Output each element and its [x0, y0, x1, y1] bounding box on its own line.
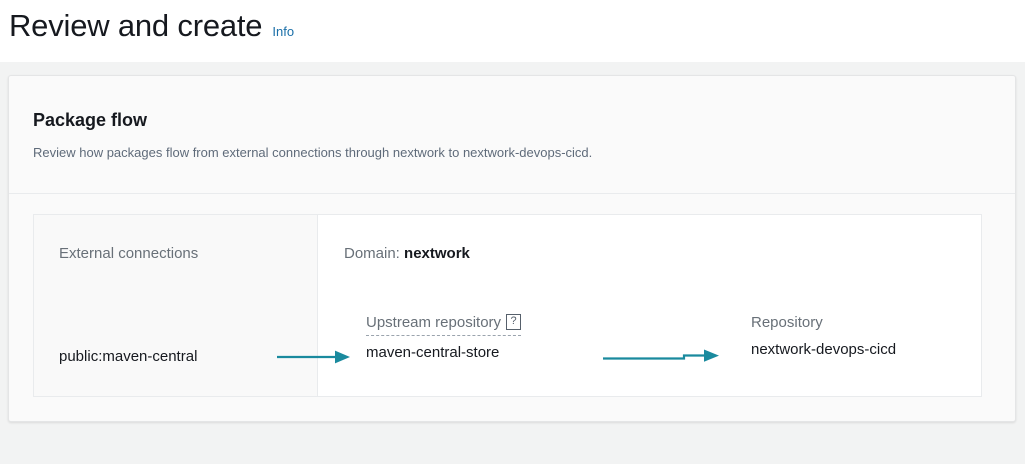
repository-label: Repository: [751, 314, 823, 331]
page-top-band: [0, 0, 1025, 62]
domain-label: Domain:: [344, 245, 400, 262]
external-connections-header: External connections: [59, 245, 199, 262]
domain-header: Domain: nextwork: [344, 244, 470, 264]
package-flow-table: External connections public:maven-centra…: [33, 214, 982, 397]
domain-value: nextwork: [404, 245, 470, 262]
upstream-repository-label-wrap: Upstream repository ?: [366, 313, 522, 336]
arrow-right-icon-external-to-upstream: [277, 350, 350, 364]
arrow-right-icon-upstream-to-repository: [603, 349, 719, 362]
repository-label-wrap: Repository: [751, 313, 823, 333]
external-connection-value: public:maven-central: [59, 348, 198, 365]
card-header: Package flow Review how packages flow fr…: [9, 76, 1015, 194]
repository-value: nextwork-devops-cicd: [751, 341, 897, 358]
domain-column: Domain: nextwork Upstream repository ? m…: [318, 215, 981, 396]
card-description: Review how packages flow from external c…: [33, 145, 593, 160]
help-tofu-icon[interactable]: ?: [506, 314, 522, 330]
page-heading: Review and create Info: [9, 6, 294, 46]
external-connection-node: public:maven-central: [59, 340, 197, 367]
info-link[interactable]: Info: [272, 24, 295, 39]
external-connections-column: External connections public:maven-centra…: [34, 215, 318, 396]
upstream-repository-node: Upstream repository ? maven-central-stor…: [366, 313, 522, 363]
upstream-repository-label: Upstream repository: [366, 314, 502, 331]
repository-node: Repository nextwork-devops-cicd: [751, 313, 896, 360]
card-title: Package flow: [33, 110, 148, 130]
page-title: Review and create: [9, 8, 263, 43]
package-flow-card: Package flow Review how packages flow fr…: [8, 75, 1016, 422]
upstream-repository-value: maven-central-store: [366, 344, 500, 361]
